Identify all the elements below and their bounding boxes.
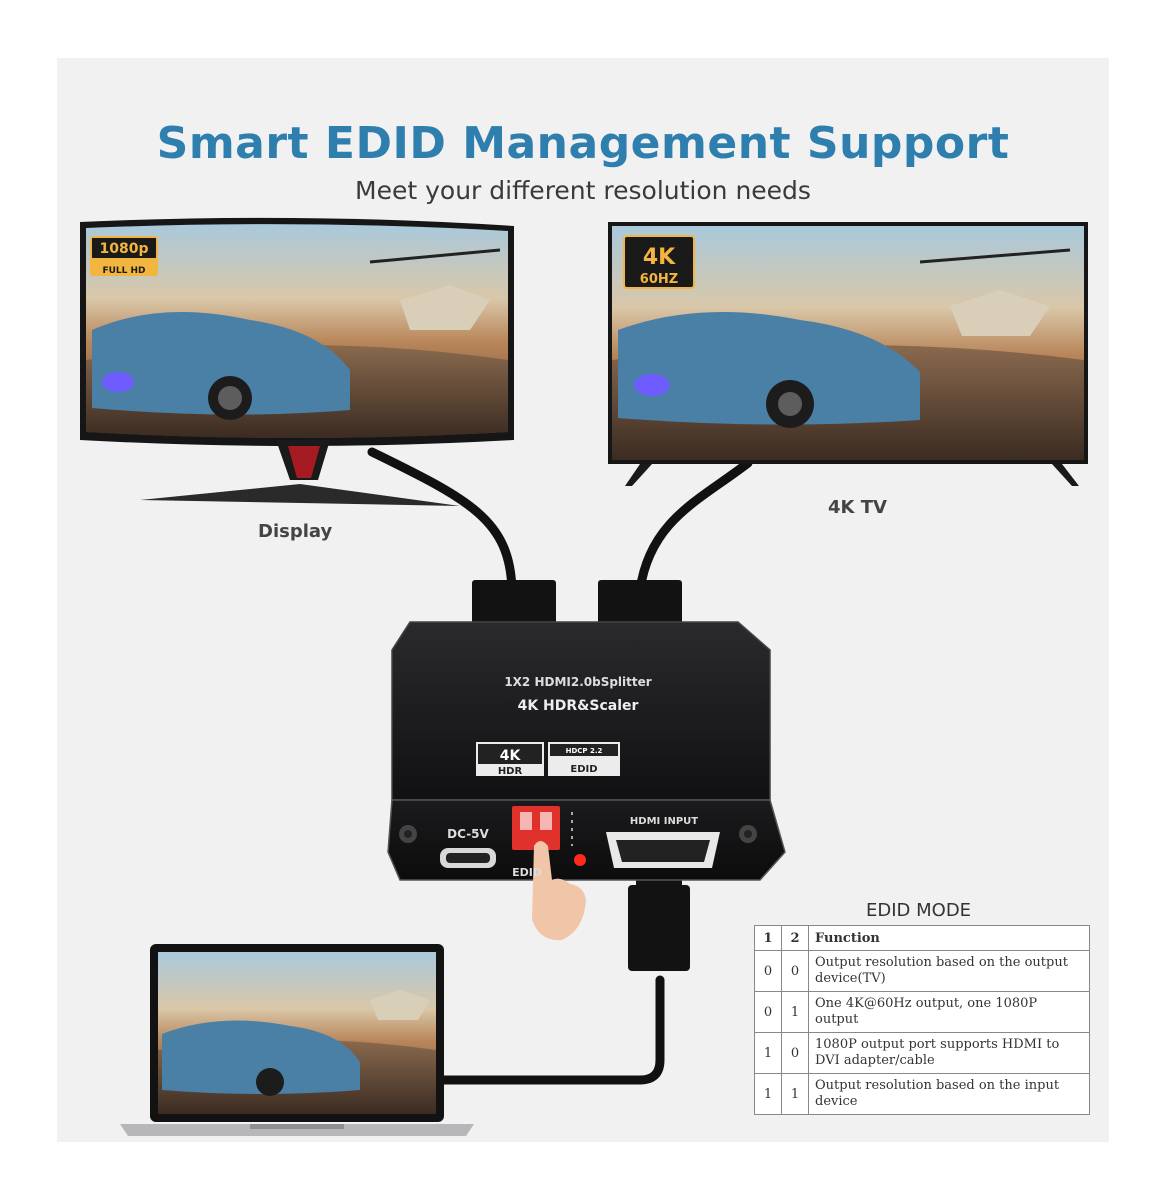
splitter-switch-label: EDID [512, 866, 542, 879]
table-row: 0 1 One 4K@60Hz output, one 1080P output [754, 991, 1090, 1033]
function-description: Output resolution based on the input dev… [808, 1073, 1090, 1115]
switch-1-value: 0 [754, 950, 782, 992]
splitter-badge-hdr: HDR [498, 766, 523, 777]
hdmi-cables [367, 447, 753, 1085]
switch-2-value: 0 [781, 1032, 809, 1074]
switch-1-value: 0 [754, 991, 782, 1033]
splitter-badge-4k: 4K [500, 748, 522, 764]
table-row: 1 1 Output resolution based on the input… [754, 1073, 1090, 1115]
switch-1-value: 1 [754, 1032, 782, 1074]
splitter-power-label: DC-5V [447, 827, 489, 841]
splitter-model: 1X2 HDMI2.0bSplitter [504, 675, 651, 689]
hdmi-plugs [472, 580, 690, 971]
display-label: Display [258, 521, 333, 542]
monitor-badge-1080p: 1080p [100, 241, 149, 257]
function-description: 1080P output port supports HDMI to DVI a… [808, 1032, 1090, 1074]
column-header-function: Function [808, 925, 1090, 951]
switch-2-value: 1 [781, 991, 809, 1033]
tv-label: 4K TV [828, 497, 887, 518]
tv-4k [608, 222, 1088, 486]
table-row: 1 0 1080P output port supports HDMI to D… [754, 1032, 1090, 1074]
switch-2-value: 0 [781, 950, 809, 992]
cable-laptop [415, 975, 665, 1085]
tv-badge-60hz: 60HZ [640, 272, 678, 287]
cable-tv [635, 458, 753, 595]
switch-1-value: 1 [754, 1073, 782, 1115]
splitter-badge-hdcp: HDCP 2.2 [566, 747, 603, 755]
column-header-switch-2: 2 [781, 925, 809, 951]
column-header-switch-1: 1 [754, 925, 782, 951]
cable-display [367, 447, 517, 595]
function-description: Output resolution based on the output de… [808, 950, 1090, 992]
splitter-input-label: HDMI INPUT [630, 816, 698, 827]
splitter-badge-edid: EDID [570, 764, 597, 775]
switch-2-value: 1 [781, 1073, 809, 1115]
hdmi-splitter [387, 621, 786, 941]
monitor-display [80, 217, 514, 506]
table-header-row: 1 2 Function [754, 925, 1090, 951]
page-subtitle: Meet your different resolution needs [355, 176, 811, 205]
edid-mode-title: EDID MODE [866, 900, 972, 921]
function-description: One 4K@60Hz output, one 1080P output [808, 991, 1090, 1033]
tv-badge-4k: 4K [643, 245, 676, 270]
monitor-badge-fullhd: FULL HD [102, 266, 145, 276]
page-title: Smart EDID Management Support [156, 118, 1010, 169]
table-row: 0 0 Output resolution based on the outpu… [754, 950, 1090, 992]
laptop [120, 944, 474, 1136]
splitter-subtitle: 4K HDR&Scaler [518, 698, 639, 714]
edid-mode-table: 1 2 Function 0 0 Output resolution based… [754, 925, 1090, 1115]
